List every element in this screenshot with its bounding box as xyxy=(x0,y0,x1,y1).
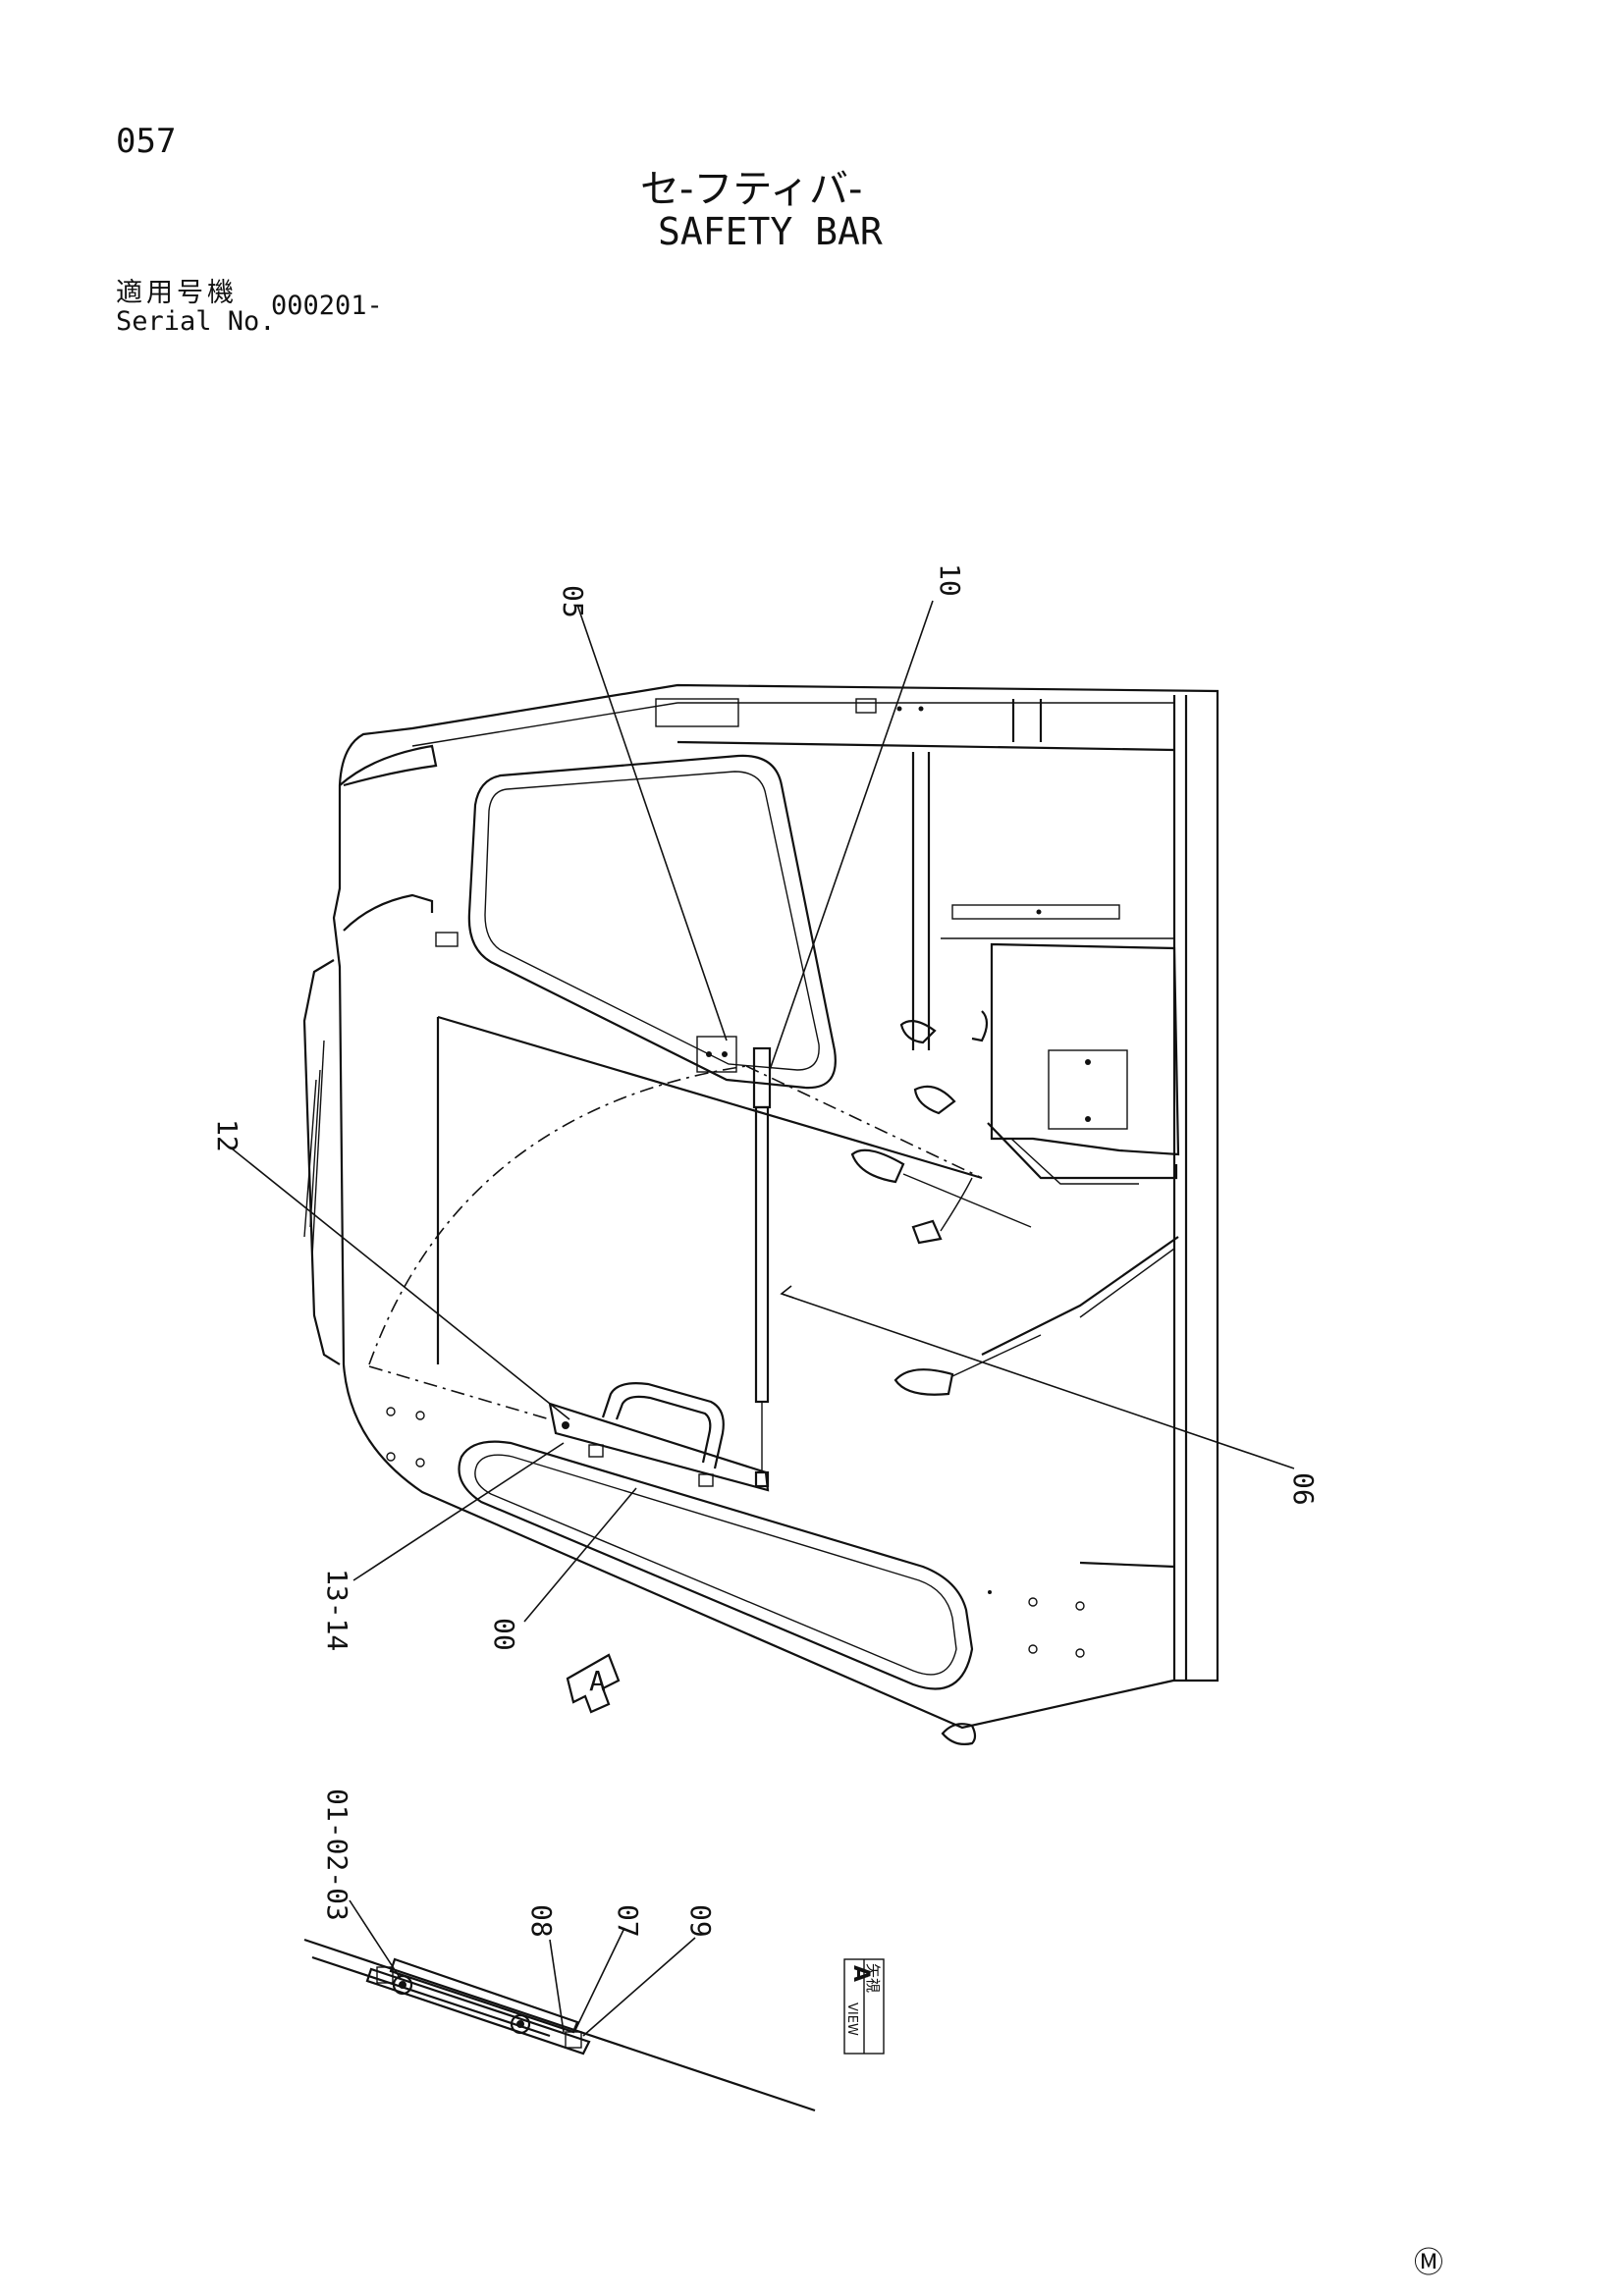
serial-number-value: 000201- xyxy=(271,291,383,321)
callout-09: 09 xyxy=(684,1904,717,1938)
callout-01-02-03: 01-02-03 xyxy=(321,1789,353,1921)
callout-07: 07 xyxy=(612,1904,644,1938)
callout-05: 05 xyxy=(557,585,589,618)
interior xyxy=(436,752,1180,1569)
view-a-arrow: A xyxy=(566,1653,621,1714)
swing-arc xyxy=(368,1065,747,1365)
wiper-assembly xyxy=(302,959,341,1365)
callout-10: 10 xyxy=(934,563,966,597)
callout-08: 08 xyxy=(525,1904,558,1938)
callout-00: 00 xyxy=(488,1618,520,1651)
serial-label-english: Serial No. xyxy=(116,306,276,337)
leader-lines xyxy=(231,600,1295,1623)
cab-outline xyxy=(332,683,1219,1730)
lower-handrail xyxy=(386,1407,1085,1745)
view-label-letter: A xyxy=(848,1965,873,1982)
view-label-en: VIEW xyxy=(844,2002,859,2036)
view-marker-letter: A xyxy=(589,1665,606,1697)
view-a-label: 矢視 VIEW A xyxy=(843,1958,885,2055)
callout-12: 12 xyxy=(211,1119,244,1152)
callout-06: 06 xyxy=(1287,1472,1320,1506)
callout-13-14: 13-14 xyxy=(321,1569,353,1651)
brand-mark: Ⓜ xyxy=(1414,2246,1443,2280)
page-title-english: SAFETY BAR xyxy=(658,210,883,253)
serial-label-japanese: 適用号機 xyxy=(116,278,238,308)
page-number: 057 xyxy=(116,122,177,161)
view-label-jp: 矢視 xyxy=(864,1963,882,1993)
swing-line xyxy=(745,1065,983,1179)
rear-window xyxy=(467,754,837,1090)
page-title-japanese: セ-フティバ- xyxy=(640,167,863,212)
safety-bar xyxy=(368,1365,770,1492)
view-a-detail xyxy=(303,1899,816,2112)
gas-spring xyxy=(696,1036,772,1488)
